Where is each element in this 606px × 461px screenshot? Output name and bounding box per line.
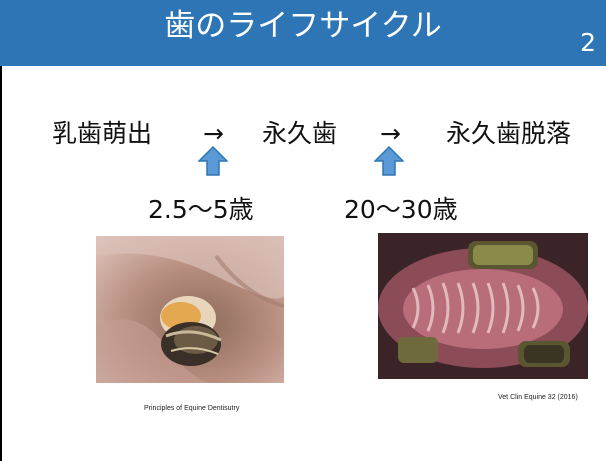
up-arrow-icon bbox=[198, 146, 228, 176]
stage-arrow-1: → bbox=[203, 119, 224, 148]
stage-arrow-2: → bbox=[380, 119, 401, 148]
right-photo-caption: Vet Clin Equine 32 (2016) bbox=[498, 394, 578, 401]
age-permanent-tooth-loss: 20～30歳 bbox=[344, 195, 458, 224]
permanent-teeth-photo bbox=[378, 233, 588, 379]
stage-permanent-tooth-loss: 永久歯脱落 bbox=[446, 119, 572, 148]
up-arrow-icon bbox=[374, 146, 404, 176]
slide-left-border bbox=[0, 66, 2, 461]
stage-permanent-teeth: 永久歯 bbox=[262, 119, 338, 148]
left-photo-caption: Principles of Equine Dentisutry bbox=[144, 405, 240, 412]
page-number: 2 bbox=[580, 28, 596, 57]
slide-title: 歯のライフサイクル bbox=[164, 8, 442, 44]
deciduous-tooth-photo bbox=[96, 236, 284, 383]
stage-deciduous-eruption: 乳歯萌出 bbox=[52, 119, 153, 148]
title-bar: 歯のライフサイクル 2 bbox=[0, 0, 606, 66]
age-deciduous-eruption: 2.5～5歳 bbox=[148, 195, 254, 224]
